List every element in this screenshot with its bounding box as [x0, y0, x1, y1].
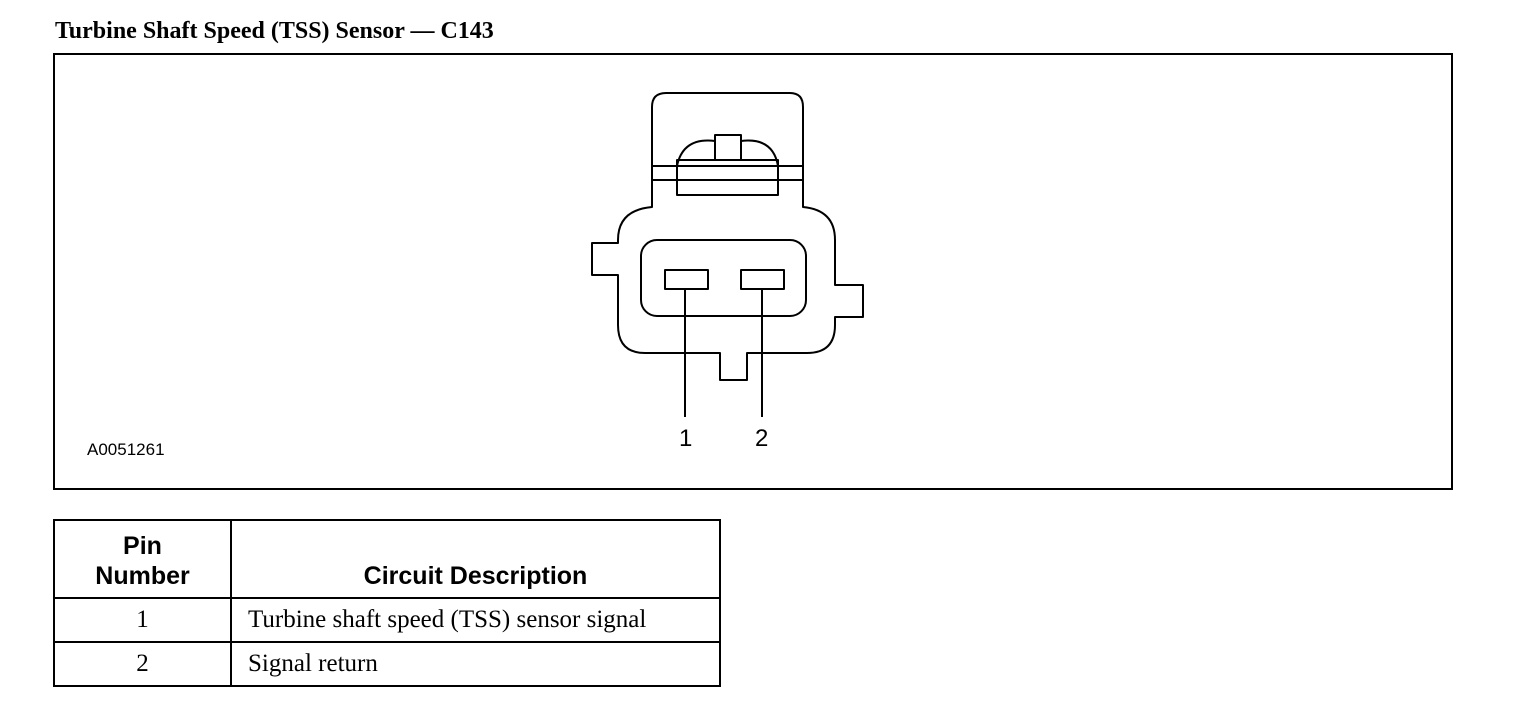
circuit-description-header: Circuit Description — [230, 519, 721, 599]
latch-bump — [676, 139, 716, 167]
pin-2-terminal — [740, 269, 785, 290]
pin-number-cell: 1 — [53, 597, 232, 643]
table-row: 2 Signal return — [53, 641, 721, 687]
connector-diagram: 1 2 A0051261 — [53, 53, 1453, 490]
figure-id: A0051261 — [87, 440, 165, 459]
connector-face-drawing — [591, 92, 864, 417]
latch-bump — [740, 139, 779, 167]
page-title: Turbine Shaft Speed (TSS) Sensor — C143 — [55, 18, 494, 44]
latch-tab — [714, 134, 742, 161]
pin-number-cell: 2 — [53, 641, 232, 687]
connector-outline — [591, 92, 864, 381]
table-row: 1 Turbine shaft speed (TSS) sensor signa… — [53, 597, 721, 643]
circuit-description-cell: Signal return — [230, 641, 721, 687]
terminal-cavity — [640, 239, 807, 317]
circuit-description-cell: Turbine shaft speed (TSS) sensor signal — [230, 597, 721, 643]
pin-2-label: 2 — [755, 425, 769, 452]
pin-1-label: 1 — [679, 425, 693, 452]
pin-1-terminal — [664, 269, 709, 290]
